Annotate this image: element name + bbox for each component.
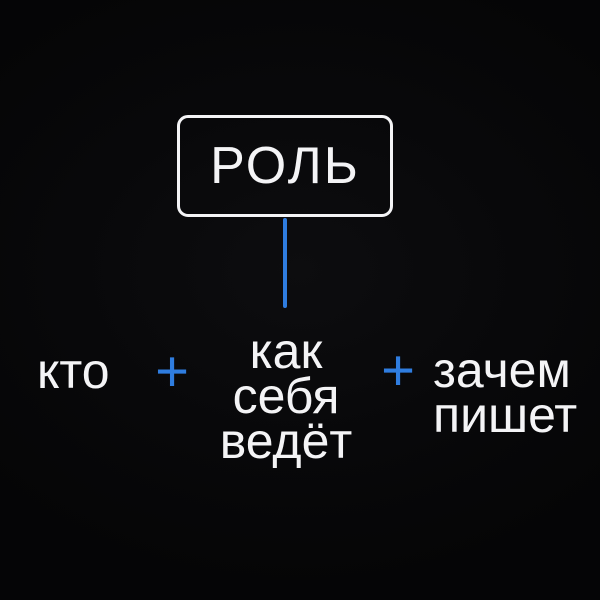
how-behaves-line-1: как [249, 323, 323, 379]
why-writes-block: зачем пишет [433, 342, 578, 443]
role-node-box: РОЛЬ [177, 115, 393, 217]
role-label: РОЛЬ [210, 137, 360, 195]
how-behaves-line-3: ведёт [219, 413, 353, 469]
why-writes-line-1: зачем [433, 342, 571, 398]
why-writes-line-2: пишет [433, 387, 578, 443]
connector-line [283, 218, 287, 308]
plus-icon: + [381, 338, 415, 403]
plus-icon: + [155, 339, 189, 404]
how-behaves-block: как себя ведёт [186, 323, 386, 469]
who-label: кто [37, 343, 110, 399]
how-behaves-line-2: себя [232, 368, 340, 424]
